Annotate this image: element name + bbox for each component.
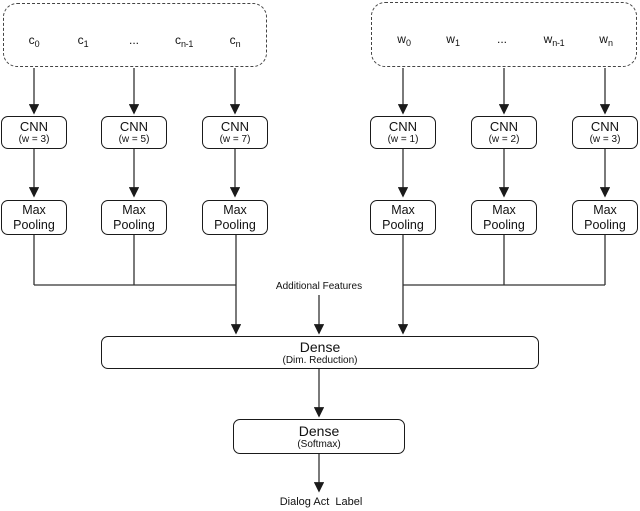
pooling-label: Pooling [584,217,626,232]
word-input-box: w0 w1 ... wn-1 wn [371,2,637,67]
dense-softmax-box: Dense (Softmax) [233,419,405,454]
char-token: c1 [78,30,89,50]
max-pooling-box: Max Pooling [101,200,167,235]
additional-features-label: Additional Features [275,281,363,292]
cnn-box: CNN (w = 7) [202,116,268,149]
max-pooling-box: Max Pooling [572,200,638,235]
cnn-box: CNN (w = 3) [572,116,638,149]
token-subscript: n [607,38,613,48]
pooling-label: Max [122,203,146,217]
max-pooling-box: Max Pooling [202,200,268,235]
pooling-label: Pooling [483,217,525,232]
pooling-label: Pooling [214,217,256,232]
token-subscript: 0 [34,39,40,49]
word-token: wn [599,29,613,49]
dense-subtitle: (Dim. Reduction) [282,354,358,366]
token-subscript: n-1 [180,39,194,49]
cnn-subtitle: (w = 3) [18,133,50,145]
token-base: c [174,33,181,47]
token-base: w [599,32,608,46]
token-subscript: n [235,39,241,49]
ellipsis: ... [129,30,139,50]
dense-subtitle: (Softmax) [297,438,341,450]
token-base: c [28,33,35,47]
cnn-title: CNN [388,118,418,134]
pooling-label: Pooling [13,217,55,232]
word-token: w1 [446,29,460,49]
word-token: wn-1 [544,29,565,49]
dense-title: Dense [299,338,341,355]
cnn-title: CNN [119,118,149,134]
char-token: cn-1 [175,30,193,50]
dense-reduction-box: Dense (Dim. Reduction) [101,336,539,369]
pooling-label: Max [391,203,415,217]
token-base: w [397,32,406,46]
token-subscript: 0 [405,38,411,48]
dense-title: Dense [298,422,340,439]
token-subscript: n-1 [552,38,565,48]
cnn-box: CNN (w = 1) [370,116,436,149]
token-subscript: 1 [83,39,89,49]
cnn-title: CNN [590,118,620,134]
cnn-box: CNN (w = 2) [471,116,537,149]
max-pooling-box: Max Pooling [471,200,537,235]
max-pooling-box: Max Pooling [1,200,67,235]
char-input-box: c0 c1 ... cn-1 cn [3,3,267,67]
cnn-title: CNN [489,118,519,134]
cnn-subtitle: (w = 1) [387,133,419,145]
pooling-label: Pooling [382,217,424,232]
token-base: w [543,32,553,46]
char-token: cn [230,30,241,50]
pooling-label: Pooling [113,217,155,232]
token-base: c [77,33,84,47]
word-token: w0 [397,29,411,49]
pooling-label: Max [22,203,46,217]
cnn-subtitle: (w = 7) [219,133,251,145]
token-base: ... [496,32,508,46]
cnn-subtitle: (w = 5) [118,133,150,145]
token-base: w [446,32,455,46]
pooling-label: Max [223,203,247,217]
token-base: ... [128,33,140,47]
cnn-subtitle: (w = 2) [488,133,520,145]
token-base: c [229,33,236,47]
dialog-act-label: Dialog Act Label [279,496,363,508]
cnn-title: CNN [19,118,49,134]
cnn-box: CNN (w = 3) [1,116,67,149]
char-token: c0 [29,30,40,50]
token-subscript: 1 [454,38,460,48]
ellipsis: ... [497,29,507,49]
pooling-label: Max [593,203,617,217]
cnn-box: CNN (w = 5) [101,116,167,149]
pooling-label: Max [492,203,516,217]
cnn-subtitle: (w = 3) [589,133,621,145]
max-pooling-box: Max Pooling [370,200,436,235]
cnn-title: CNN [220,118,250,134]
